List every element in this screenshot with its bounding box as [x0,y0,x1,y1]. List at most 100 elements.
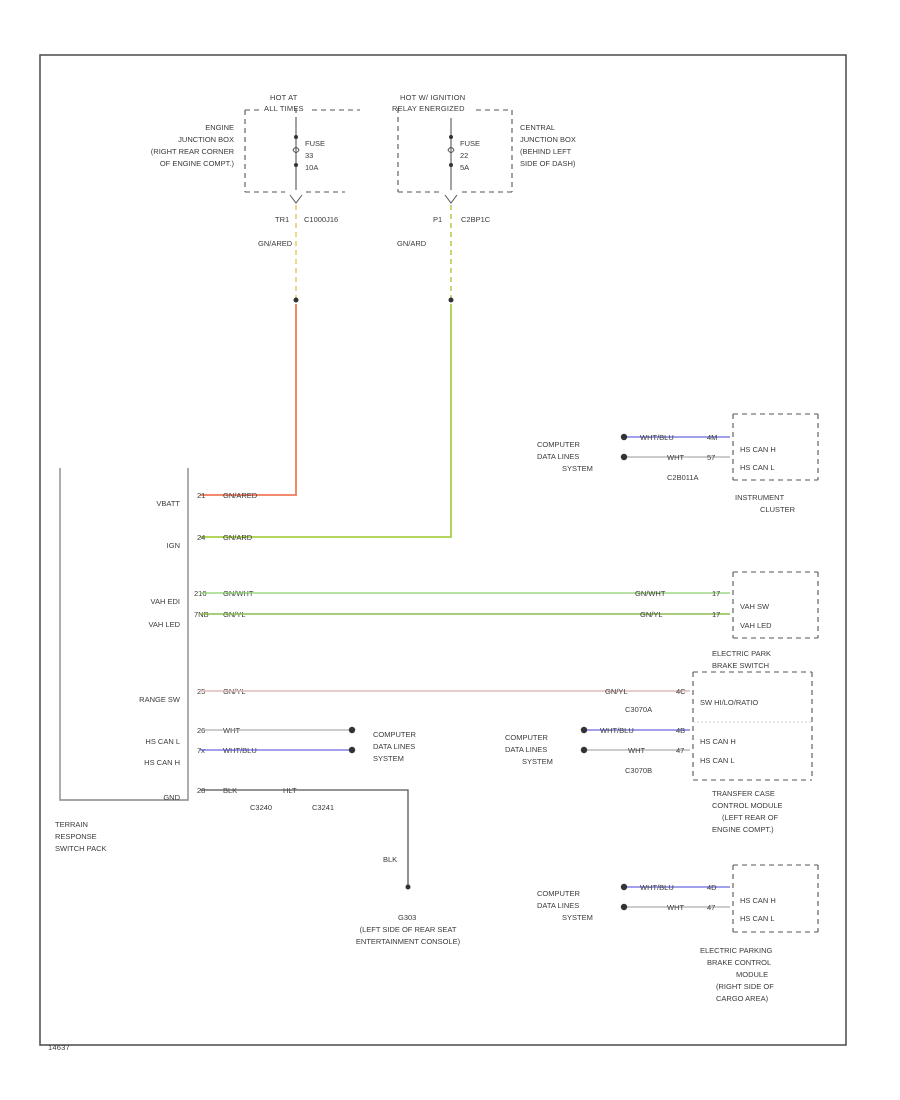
svg-text:GN/ARED: GN/ARED [223,491,258,500]
svg-text:C3070A: C3070A [625,705,652,714]
svg-text:ELECTRIC PARK: ELECTRIC PARK [712,649,771,658]
svg-text:HS CAN H: HS CAN H [144,758,180,767]
svg-text:SIDE OF DASH): SIDE OF DASH) [520,159,576,168]
svg-text:GN/ARD: GN/ARD [397,239,427,248]
svg-text:COMPUTER: COMPUTER [373,730,417,739]
svg-text:VAH LED: VAH LED [148,620,180,629]
svg-text:WHT: WHT [667,453,684,462]
svg-text:33: 33 [305,151,313,160]
svg-text:4D: 4D [707,883,717,892]
ground-wire [200,789,409,885]
svg-text:FUSE: FUSE [305,139,325,148]
svg-text:BRAKE CONTROL: BRAKE CONTROL [707,958,771,967]
svg-text:BRAKE SWITCH: BRAKE SWITCH [712,661,769,670]
svg-text:ENTERTAINMENT CONSOLE): ENTERTAINMENT CONSOLE) [356,937,461,946]
svg-text:COMPUTER: COMPUTER [505,733,549,742]
svg-text:CLUSTER: CLUSTER [760,505,796,514]
svg-text:GN/ARED: GN/ARED [258,239,293,248]
svg-text:22: 22 [460,151,468,160]
svg-text:TRANSFER CASE: TRANSFER CASE [712,789,775,798]
central-junction-box: HOT W/ IGNITION RELAY ENERGIZED CENTRAL … [392,93,576,248]
svg-text:HS CAN L: HS CAN L [740,914,775,923]
engine-junction-box: HOT AT ALL TIMES ENGINE JUNCTION BOX (RI… [151,93,360,248]
svg-text:COMPUTER: COMPUTER [537,889,581,898]
svg-text:5A: 5A [460,163,469,172]
svg-text:HS CAN H: HS CAN H [740,445,776,454]
svg-text:JUNCTION BOX: JUNCTION BOX [178,135,234,144]
svg-text:TERRAIN: TERRAIN [55,820,88,829]
svg-text:COMPUTER: COMPUTER [537,440,581,449]
svg-text:(RIGHT SIDE OF: (RIGHT SIDE OF [716,982,774,991]
svg-text:SYSTEM: SYSTEM [373,754,404,763]
svg-text:CENTRAL: CENTRAL [520,123,555,132]
vbatt-wire [200,304,297,496]
svg-text:WHT: WHT [628,746,645,755]
svg-text:WHT/BLU: WHT/BLU [600,726,634,735]
electric-park-brake-switch: ELECTRIC PARK BRAKE SWITCH SW HI/LO/RATI… [605,649,813,781]
svg-text:BLK: BLK [383,855,397,864]
svg-text:VAH SW: VAH SW [740,602,770,611]
svg-text:RELAY ENERGIZED: RELAY ENERGIZED [392,104,465,113]
footer-code: 14637 [48,1043,70,1052]
svg-text:ELECTRIC PARKING: ELECTRIC PARKING [700,946,773,955]
svg-text:SYSTEM: SYSTEM [562,913,593,922]
svg-text:HS CAN L: HS CAN L [145,737,180,746]
svg-text:GND: GND [163,793,180,802]
svg-text:C3241: C3241 [312,803,334,812]
svg-text:FUSE: FUSE [460,139,480,148]
svg-text:HOT AT: HOT AT [270,93,298,102]
svg-text:RESPONSE: RESPONSE [55,832,97,841]
svg-text:WHT/BLU: WHT/BLU [640,883,674,892]
svg-text:HS CAN L: HS CAN L [740,463,775,472]
svg-text:GN/ARD: GN/ARD [223,533,253,542]
svg-text:WHT: WHT [667,903,684,912]
svg-text:47: 47 [707,903,715,912]
svg-text:4C: 4C [676,687,686,696]
svg-text:21: 21 [197,491,205,500]
svg-text:17: 17 [712,610,720,619]
svg-text:HS CAN H: HS CAN H [740,896,776,905]
svg-text:SWITCH PACK: SWITCH PACK [55,844,107,853]
svg-text:RANGE SW: RANGE SW [139,695,181,704]
svg-text:INSTRUMENT: INSTRUMENT [735,493,785,502]
svg-text:ENGINE: ENGINE [205,123,234,132]
vah-module: VAH SW VAH LED GN/WHT 17 GN/YL 17 [635,571,819,639]
diagram-frame [39,54,847,1046]
svg-text:DATA LINES: DATA LINES [537,452,579,461]
svg-text:SYSTEM: SYSTEM [522,757,553,766]
svg-text:JUNCTION BOX: JUNCTION BOX [520,135,576,144]
svg-text:GN/YL: GN/YL [605,687,628,696]
svg-text:GN/WHT: GN/WHT [635,589,666,598]
svg-text:CONTROL MODULE: CONTROL MODULE [712,801,783,810]
svg-text:C3070B: C3070B [625,766,652,775]
svg-text:24: 24 [197,533,205,542]
svg-text:SW HI/LO/RATIO: SW HI/LO/RATIO [700,698,758,707]
svg-text:DATA LINES: DATA LINES [537,901,579,910]
transfer-case-control-module: WHT/BLU 4B WHT 47 C3070B HS CAN H HS CAN… [505,726,783,834]
svg-text:4M: 4M [707,433,717,442]
electric-parking-brake-control-module: HS CAN H HS CAN L WHT/BLU 4D WHT 47 COMP… [537,864,819,1003]
svg-text:DATA LINES: DATA LINES [373,742,415,751]
svg-text:(RIGHT REAR CORNER: (RIGHT REAR CORNER [151,147,235,156]
ground-g303: G303 (LEFT SIDE OF REAR SEAT ENTERTAINME… [356,913,461,946]
svg-text:CARGO AREA): CARGO AREA) [716,994,769,1003]
svg-text:C1000J16: C1000J16 [304,215,338,224]
ign-wire [200,304,452,538]
svg-text:VBATT: VBATT [156,499,180,508]
svg-text:WHT/BLU: WHT/BLU [640,433,674,442]
svg-text:4B: 4B [676,726,685,735]
svg-text:10A: 10A [305,163,318,172]
terrain-response-switch-pack: TERRAIN RESPONSE SWITCH PACK VBATT 21 GN… [55,468,334,853]
svg-text:C3240: C3240 [250,803,272,812]
svg-text:G303: G303 [398,913,416,922]
svg-text:C2BP1C: C2BP1C [461,215,491,224]
svg-text:GN/YL: GN/YL [640,610,663,619]
instrument-cluster: HS CAN H HS CAN L WHT/BLU 4M WHT 57 C2B0… [537,413,819,514]
svg-text:IGN: IGN [167,541,180,550]
svg-text:(LEFT SIDE OF REAR SEAT: (LEFT SIDE OF REAR SEAT [360,925,457,934]
svg-text:HS CAN L: HS CAN L [700,756,735,765]
svg-text:VAH EDI: VAH EDI [151,597,180,606]
svg-text:P1: P1 [433,215,442,224]
svg-text:SYSTEM: SYSTEM [562,464,593,473]
